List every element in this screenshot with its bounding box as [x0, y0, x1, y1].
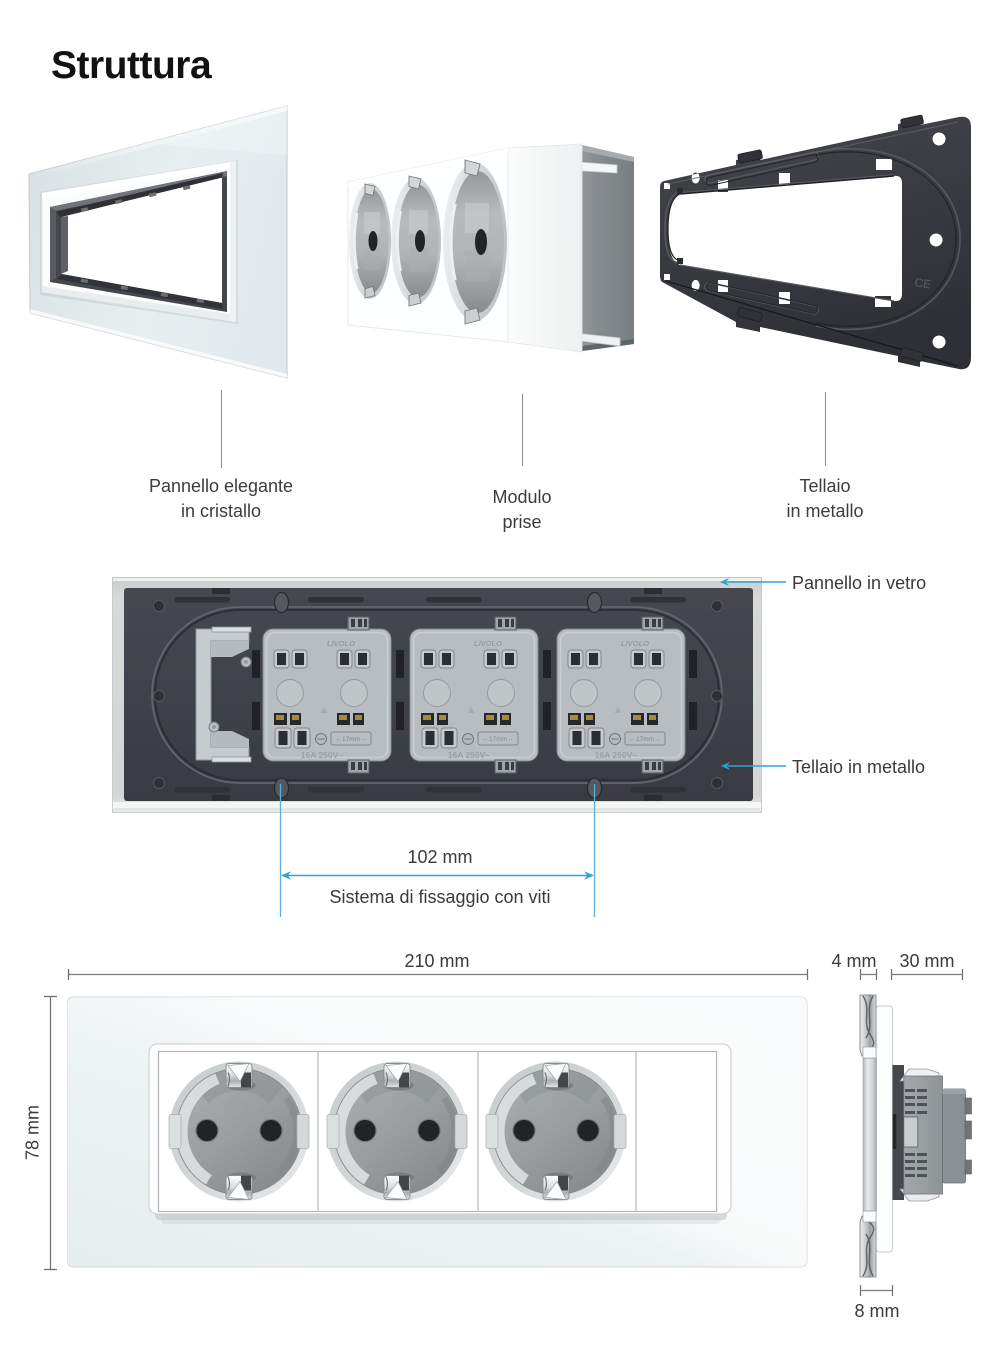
svg-text:CE: CE: [914, 275, 933, 291]
